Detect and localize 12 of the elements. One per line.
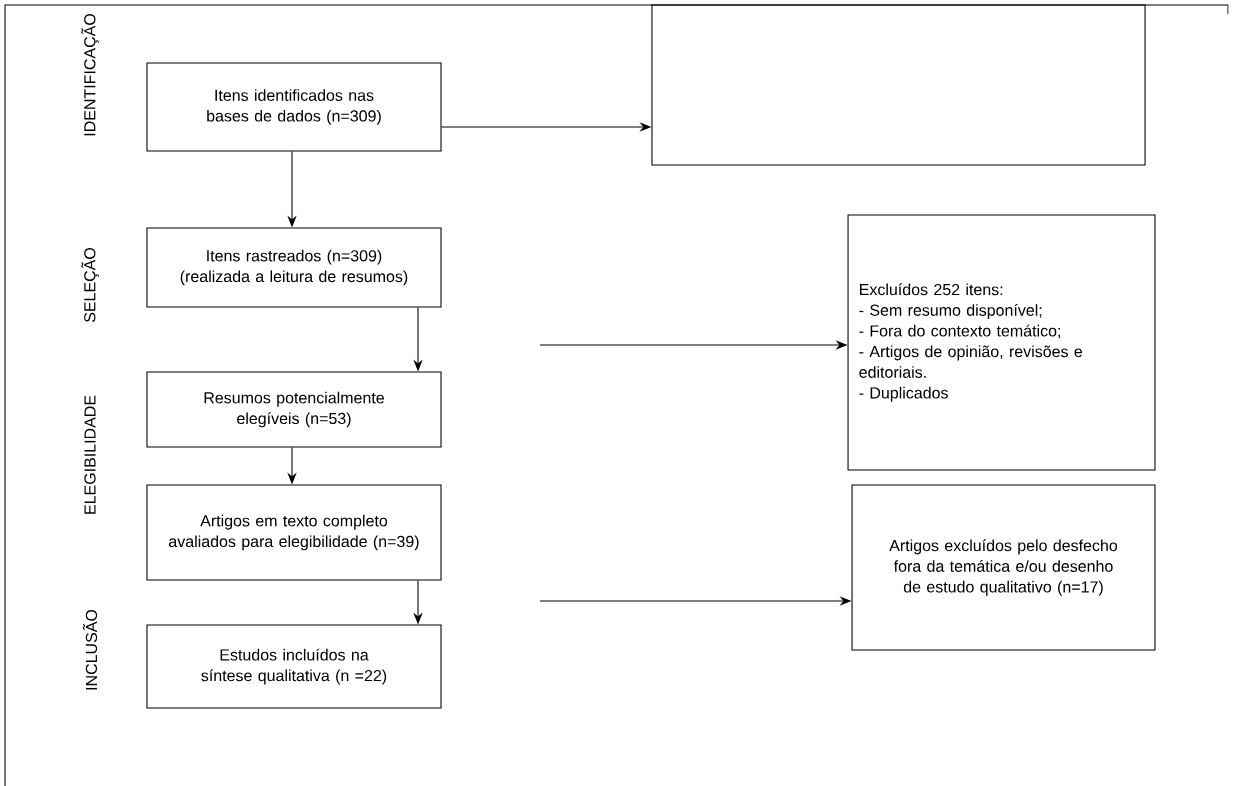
phase-label: SELEÇÃO (81, 248, 99, 323)
process-box: Itens identificados nas bases de dados (n=309) (146, 62, 442, 152)
phase-label: INCLUSÃO (82, 609, 98, 690)
process-box: Artigos excluídos pelo desfecho fora da temática e/ou desenho de estudo qualitativo (n=17) (851, 484, 1156, 651)
process-box: Estudos incluídos na síntese qualitativa (n =22) (146, 624, 442, 709)
process-box: Resumos potencialmente elegíveis (n=53) (146, 371, 442, 448)
process-box: Itens rastreados (n=309) (realizada a leitura de resumos) (146, 227, 442, 308)
phase-label: ELEGIBILIDADE (84, 395, 96, 514)
exclusion-box: Excluídos 252 itens: - Sem resumo disponível; - Fora do contexto temático; - Artigos de opinião, revisões e editoriais. - Duplicados (847, 214, 1156, 471)
process-box: Artigos em texto completo avaliados para elegibilidade (n=39) (146, 484, 442, 581)
phase-label: IDENTIFICAÇÃO (81, 14, 99, 136)
empty-box (651, 4, 1146, 166)
